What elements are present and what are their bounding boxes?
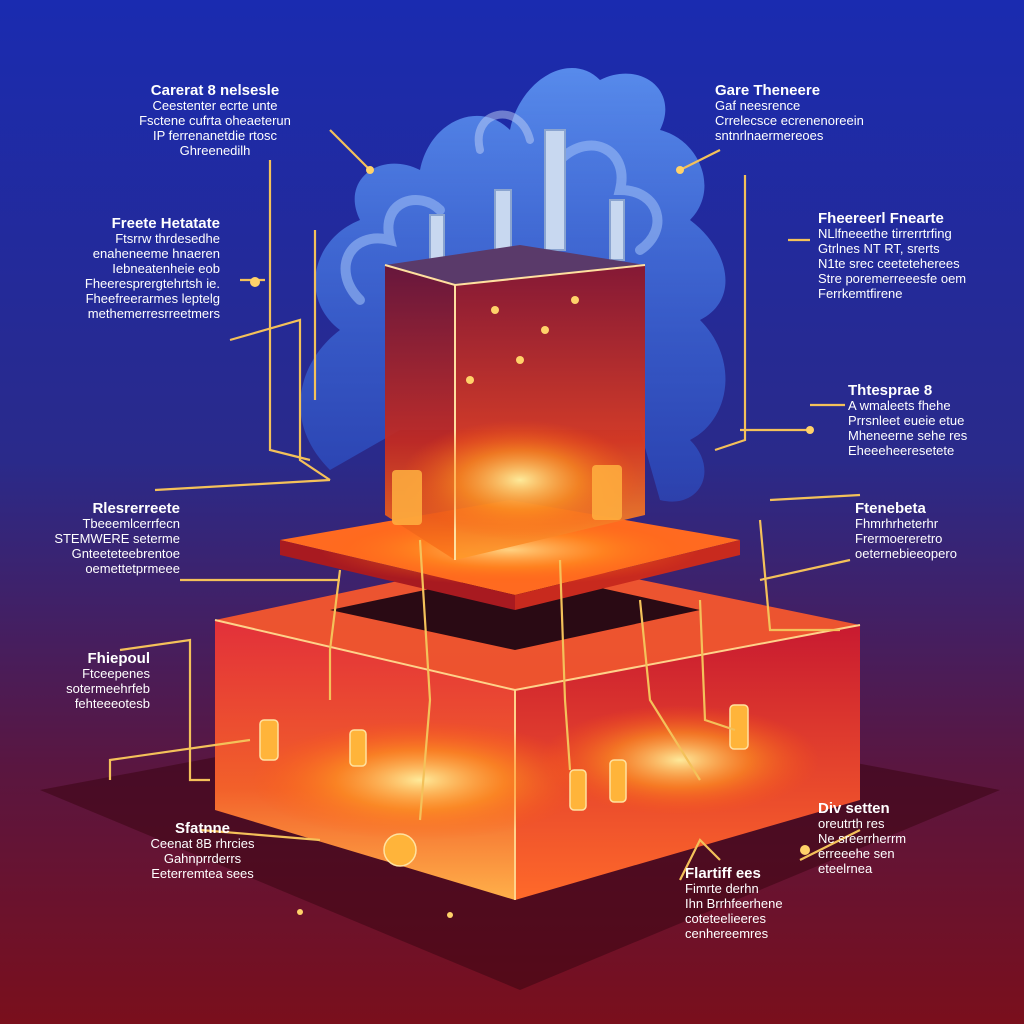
callout-line: sotermeehrfeb [66,681,150,697]
callout-line: Tbeeemlcerrfecn [82,516,180,532]
callout-line: sntnrlnaermereoes [715,128,824,144]
callout-line: Frermoereretro [855,531,943,547]
callout-line: IP ferrenanetdie rtosc [152,128,278,144]
base-vials [259,704,749,867]
callout-line: STEMWERE seterme [54,531,180,547]
callout-line: erreeehe sen [818,846,895,862]
callout-line: Gahnprrderrs [163,851,242,867]
callout-line: oemettetprmeee [85,561,180,577]
callout-line: Iebneatenheie eob [112,261,220,277]
callout-line: Crrelecsce ecrenenoreein [715,113,864,129]
callout-top-right: Gare Theneere Gaf neesrence Crrelecsce e… [715,82,895,144]
callout-line: oeternebieeopero [855,546,957,562]
callout-line: cenhereemres [685,926,769,942]
callout-title: Flartiff ees [685,865,761,882]
callout-title: Fheereerl Fnearte [818,210,944,227]
callout-title: Rlesrerreete [92,500,180,517]
callout-title: Carerat 8 nelsesle [150,82,280,99]
callout-title: Gare Theneere [715,82,821,99]
callout-line: Ceenat 8B rhrcies [150,836,255,852]
callout-line: Fhmrhrheterhr [855,516,939,532]
callout-line: N1te srec ceeteteherees [818,256,960,272]
callout-line: Stre poremerreeesfe oem [818,271,967,287]
callout-right-middle: Thtesprae 8 A wmaleets fhehe Prrsnleet e… [848,382,1008,459]
callout-line: Eheeeheeresetete [848,443,955,459]
callout-line: A wmaleets fhehe [848,398,951,414]
top-pipes [429,129,625,266]
callout-line: coteteelieeres [685,911,766,927]
callout-line: NLlfneeethe tirrerrtrfing [818,226,952,242]
callout-title: Sfatnne [174,820,230,837]
callout-bottom-center: Flartiff ees Fimrte derhn Ihn Brrhfeerhe… [685,865,815,942]
callout-left-middle: Rlesrerreete Tbeeemlcerrfecn STEMWERE se… [20,500,180,577]
callout-line: oreutrth res [818,816,885,832]
callout-bottom-left: Sfatnne Ceenat 8B rhrcies Gahnprrderrs E… [135,820,270,882]
wires [108,129,861,881]
base-block [214,555,861,900]
callout-left-upper: Freete Hetatate Ftsrrw thrdesedhe enahen… [30,215,220,322]
callout-right-lower: Ftenebeta Fhmrhrheterhr Frermoereretro o… [855,500,1005,562]
wire-nodes [250,166,814,918]
callout-line: Mheneerne sehe res [848,428,968,444]
callout-title: Div setten [818,800,890,817]
callout-line: Gnteeteteebrentoe [71,546,180,562]
callout-line: Fheefreerarmes leptelg [85,291,220,306]
callout-line: Ftceepenes [82,666,150,682]
callout-line: Ceestenter ecrte unte [152,98,278,114]
callout-line: Fsctene cufrta oheaeterun [139,113,291,129]
callout-line: Gaf neesrence [715,98,801,114]
callout-line: Gtrlnes NT RT, srerts [818,241,940,257]
callout-top-left: Carerat 8 nelsesle Ceestenter ecrte unte… [105,82,325,159]
callout-line: fehteeeotesb [74,696,150,712]
callout-title: Ftenebeta [855,500,926,517]
callout-title: Freete Hetatate [111,215,220,232]
callout-right-upper: Fheereerl Fnearte NLlfneeethe tirrerrtrf… [818,210,993,302]
callout-line: Fheeresprergtehrtsh ie. [84,276,220,292]
callout-line: Prrsnleet eueie etue [848,413,965,429]
reactor-tower [384,245,646,560]
callout-title: Fhiepoul [87,650,151,667]
callout-line: Fimrte derhn [685,881,759,897]
callout-line: eteelrnea [818,861,873,877]
callout-line: Ne sreerrherrm [818,831,907,847]
callout-line: methemerresrreetmers [87,305,220,321]
callout-line: enaheneeme hnaeren [92,246,220,262]
callout-line: Ghreenedilh [179,143,251,159]
callout-title: Thtesprae 8 [848,382,933,399]
callout-line: Eeterremtea sees [151,866,254,882]
callout-line: Ferrkemtfirene [818,286,903,301]
callout-line: Ftsrrw thrdesedhe [115,231,220,247]
callout-line: Ihn Brrhfeerhene [685,896,783,912]
callout-bottom-right: Div setten oreutrth res Ne sreerrherrm e… [818,800,958,877]
callout-left-lower: Fhiepoul Ftceepenes sotermeehrfeb fehtee… [20,650,150,712]
